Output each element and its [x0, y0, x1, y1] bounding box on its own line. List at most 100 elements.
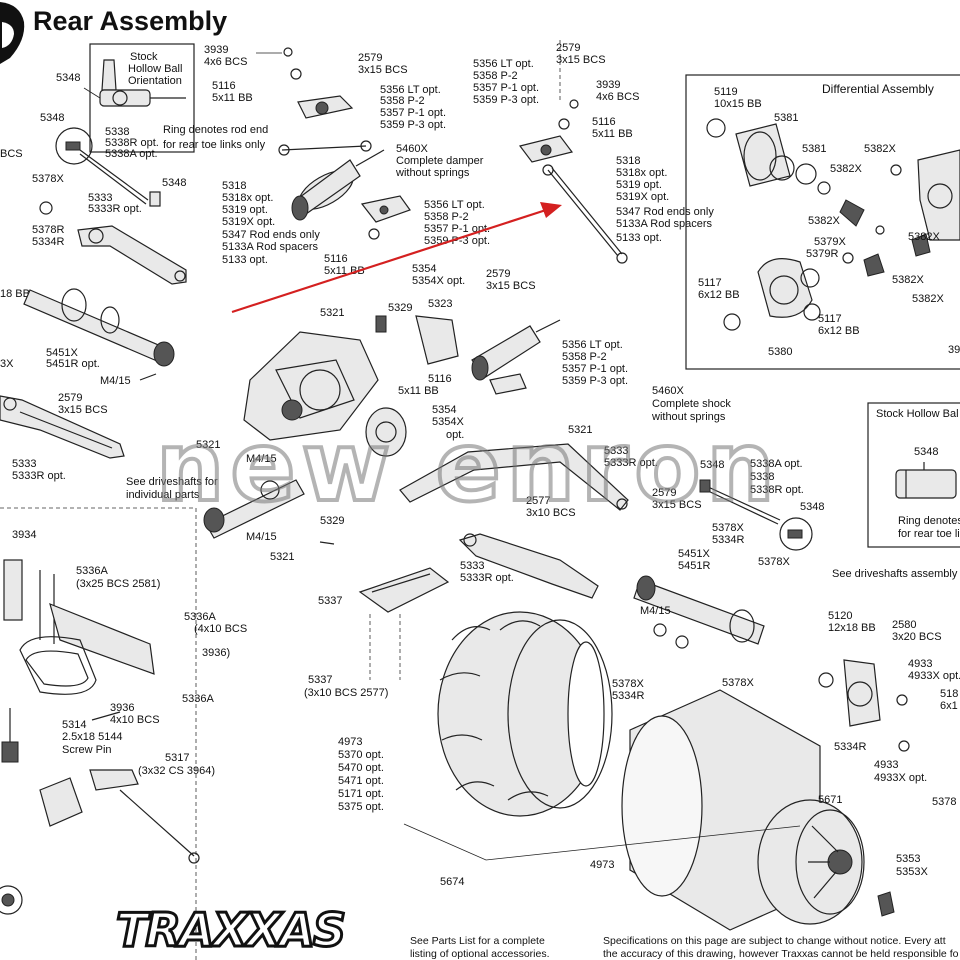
- part-label: 5378X: [722, 677, 754, 689]
- part-label: 5120: [828, 610, 852, 622]
- shock-damper-1: [291, 149, 385, 221]
- part-label: 2.5x18 5144: [62, 731, 123, 743]
- part-label: 5347 Rod ends only: [222, 229, 320, 241]
- part-label: 3x15 BCS: [652, 499, 702, 511]
- part-label: 5333: [604, 445, 628, 457]
- part-label: 5333: [88, 192, 112, 204]
- part-label: 2579: [358, 52, 382, 64]
- part-label: 5334R: [712, 534, 744, 546]
- part-label: 5353X: [896, 866, 928, 878]
- hub-carrier: [818, 659, 910, 752]
- part-label: 5382X: [912, 293, 944, 305]
- part-label: 5119: [714, 86, 738, 98]
- part-label: 5348: [40, 112, 64, 124]
- part-label: 3x15 BCS: [486, 280, 536, 292]
- part-label: 5337: [308, 674, 332, 686]
- part-label: 5451R: [678, 560, 710, 572]
- part-label: M4/15: [100, 375, 131, 387]
- page-title: Rear Assembly: [33, 6, 227, 36]
- part-label: 5348: [914, 446, 938, 458]
- part-label: 12x18 BB: [828, 622, 876, 634]
- part-label: Complete shock: [652, 398, 731, 410]
- part-label: 6x12 BB: [818, 325, 860, 337]
- bumper-assembly: [0, 507, 200, 960]
- part-label: 5116: [212, 80, 236, 92]
- part-label: 5116: [428, 373, 452, 385]
- part-label: 5321: [270, 551, 294, 563]
- part-label: 5348: [56, 72, 80, 84]
- part-label: 5348: [800, 501, 824, 513]
- part-label: 5375 opt.: [338, 801, 384, 813]
- part-label: 3x20 BCS: [892, 631, 942, 643]
- part-label: 5356 LT opt.: [424, 199, 485, 211]
- part-label: 5471 opt.: [338, 775, 384, 787]
- shock-damper-2: [471, 319, 561, 395]
- part-label: 5171 opt.: [338, 788, 384, 800]
- footer-note: listing of optional accessories.: [410, 948, 550, 960]
- part-label: 5451R opt.: [46, 358, 100, 370]
- part-label: Complete damper: [396, 155, 484, 167]
- part-label: 5334R: [612, 690, 644, 702]
- part-label: without springs: [651, 411, 726, 423]
- note-text: See driveshafts for: [126, 476, 218, 488]
- part-label: 2580: [892, 619, 916, 631]
- part-label: 5382X: [908, 231, 940, 243]
- part-label: 5357 P-1 opt.: [424, 223, 490, 235]
- part-label: 5318x opt.: [222, 192, 273, 204]
- part-label: 5358 P-2: [473, 70, 518, 82]
- part-label: 5382X: [864, 143, 896, 155]
- part-label: 5354X opt.: [412, 275, 465, 287]
- part-label: 5333: [12, 458, 36, 470]
- part-label: 5323: [428, 298, 452, 310]
- part-label: 5359 P-3 opt.: [380, 119, 446, 131]
- part-label: 5116: [324, 253, 348, 265]
- part-label: 10x15 BB: [714, 98, 762, 110]
- stock-hollow-box-right: [867, 402, 960, 548]
- part-label: 4973: [590, 859, 614, 871]
- part-label: 5674: [440, 876, 464, 888]
- part-label: 5334R: [834, 741, 866, 753]
- part-label: 2579: [652, 487, 676, 499]
- box-title: Stock Hollow Bal: [876, 408, 959, 420]
- toe-link-right: [699, 479, 813, 551]
- part-label: 4x10 BCS: [110, 714, 160, 726]
- part-label: 5470 opt.: [338, 762, 384, 774]
- part-label: 5338A opt.: [750, 458, 803, 470]
- part-label: 5381: [774, 112, 798, 124]
- part-label: (3x25 BCS 2581): [76, 578, 160, 590]
- part-label: 518: [940, 688, 958, 700]
- upper-arm-right: [399, 443, 629, 511]
- watermark: new enron: [156, 411, 781, 523]
- part-label: 5333R opt.: [88, 203, 142, 215]
- part-label: 3939: [596, 79, 620, 91]
- hub-bottom-left: [0, 885, 23, 915]
- part-label: 5338R opt.: [105, 137, 159, 149]
- part-label: 5334R: [32, 236, 64, 248]
- corner-logo: [0, 2, 25, 64]
- part-label: 5381: [802, 143, 826, 155]
- note-text: individual parts: [126, 489, 200, 501]
- part-label: 5333R opt.: [604, 457, 658, 469]
- traxxas-logo: TRAXXAS: [116, 903, 344, 957]
- part-label: 5348: [162, 177, 186, 189]
- lower-arm-center: [458, 533, 599, 599]
- part-label: 5460X: [652, 385, 684, 397]
- part-label: 2579: [486, 268, 510, 280]
- part-label: 5671: [818, 794, 842, 806]
- part-label: 5356 LT opt.: [380, 84, 441, 96]
- upper-arm-left: [77, 225, 187, 285]
- part-label: 5353: [896, 853, 920, 865]
- part-label: 5116: [592, 116, 616, 128]
- part-label: 4933: [874, 759, 898, 771]
- part-label: 5378: [932, 796, 956, 808]
- part-label: 5133A Rod spacers: [222, 241, 319, 253]
- part-label: 5359 P-3 opt.: [473, 94, 539, 106]
- part-label: 3939: [204, 44, 228, 56]
- part-label: 5356 LT opt.: [562, 339, 623, 351]
- note-text: for rear toe links only: [163, 139, 266, 151]
- part-label: BCS: [0, 148, 23, 160]
- part-label: 3x15 BCS: [58, 404, 108, 416]
- part-label: 5378R: [32, 224, 64, 236]
- part-label: 4x6 BCS: [596, 91, 639, 103]
- wheel-rim: [757, 799, 895, 925]
